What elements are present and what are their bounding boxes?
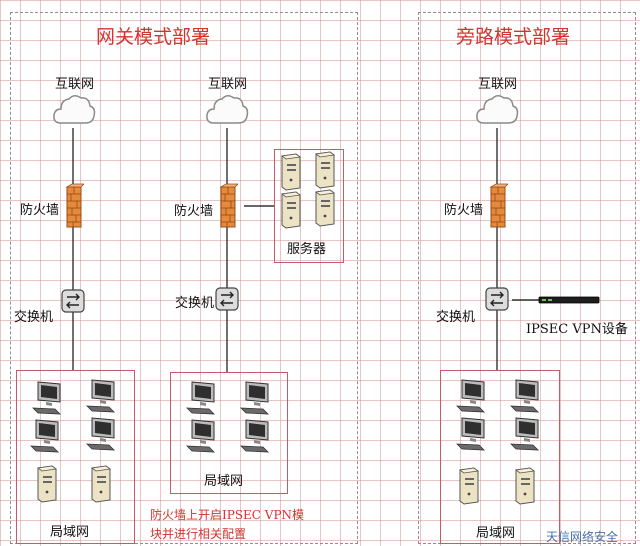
bypass-mode-title: 旁路模式部署 xyxy=(456,26,571,48)
server-tower-icon xyxy=(458,467,480,505)
firewall-label: 防火墙 xyxy=(174,204,214,219)
desktop-computer-icon xyxy=(185,419,216,453)
cloud-icon xyxy=(53,95,96,124)
desktop-computer-icon xyxy=(455,417,486,451)
gateway-mode-section xyxy=(10,12,358,544)
switch-icon xyxy=(215,287,239,311)
firewall-icon xyxy=(219,183,238,228)
server-tower-icon xyxy=(36,465,58,503)
desktop-computer-icon xyxy=(29,419,60,453)
ipsec-vpn-device-icon xyxy=(538,296,600,304)
server-group-box xyxy=(274,149,344,263)
server-tower-icon xyxy=(280,191,302,229)
note-line-1: 防火墙上开启IPSEC VPN模 xyxy=(150,508,305,522)
desktop-computer-icon xyxy=(455,379,486,413)
desktop-computer-icon xyxy=(239,419,270,453)
server-tower-icon xyxy=(314,151,336,189)
desktop-computer-icon xyxy=(185,381,216,415)
switch-label: 交换机 xyxy=(175,296,215,311)
lan-box-1 xyxy=(16,370,135,544)
lan-box-3 xyxy=(440,370,560,544)
switch-icon xyxy=(485,287,509,311)
watermark: 天信网络安全 xyxy=(546,530,619,544)
server-tower-icon xyxy=(280,153,302,191)
note-line-2: 块并进行相关配置 xyxy=(150,527,247,541)
server-tower-icon xyxy=(314,189,336,227)
server-tower-icon xyxy=(514,467,536,505)
switch-label: 交换机 xyxy=(14,310,54,325)
gateway-mode-title: 网关模式部署 xyxy=(96,26,211,48)
lan-box-2 xyxy=(170,372,288,494)
internet-label: 互联网 xyxy=(55,77,95,92)
firewall-icon xyxy=(489,183,508,228)
lan-label: 局域网 xyxy=(476,526,516,541)
lan-label: 局域网 xyxy=(50,525,90,540)
ipsec-config-note: 防火墙上开启IPSEC VPN模 块并进行相关配置 xyxy=(150,506,304,544)
desktop-computer-icon xyxy=(509,379,540,413)
cloud-icon xyxy=(476,95,519,124)
desktop-computer-icon xyxy=(509,417,540,451)
server-label: 服务器 xyxy=(287,242,327,257)
ipsec-device-label: IPSEC VPN设备 xyxy=(526,322,628,337)
internet-label: 互联网 xyxy=(208,77,248,92)
switch-label: 交换机 xyxy=(436,310,476,325)
desktop-computer-icon xyxy=(239,381,270,415)
lan-label: 局域网 xyxy=(204,474,244,489)
firewall-label: 防火墙 xyxy=(444,203,484,218)
desktop-computer-icon xyxy=(31,381,62,415)
firewall-icon xyxy=(65,183,84,228)
internet-label: 互联网 xyxy=(478,77,518,92)
desktop-computer-icon xyxy=(85,379,116,413)
firewall-label: 防火墙 xyxy=(20,203,60,218)
cloud-icon xyxy=(206,95,249,124)
switch-icon xyxy=(61,289,85,313)
server-tower-icon xyxy=(90,465,112,503)
desktop-computer-icon xyxy=(85,417,116,451)
